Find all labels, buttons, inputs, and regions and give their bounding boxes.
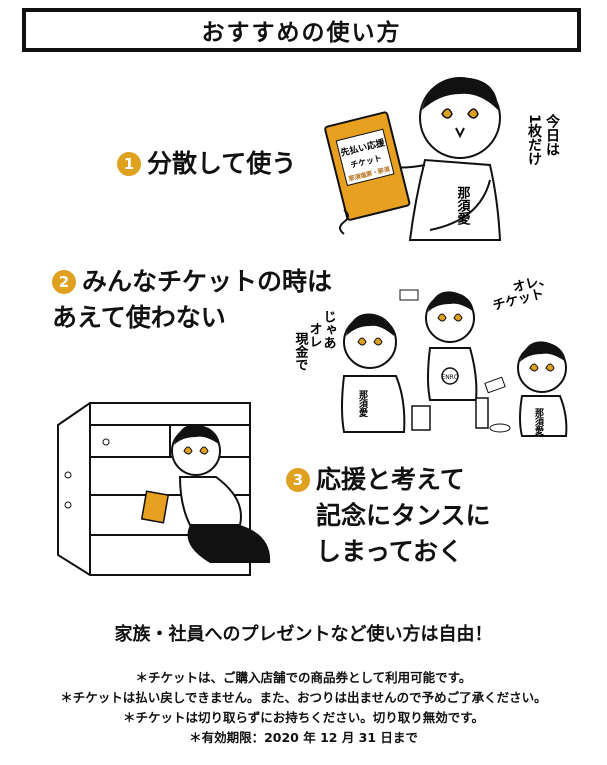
illustration-group-dinner: ENRO 那須愛 那須愛 じゃあ オレ 現金で オレ、 チケット [293, 272, 568, 437]
tip-3-line-3: しまっておく [316, 537, 464, 566]
tip-1: 1 分散して使う [117, 146, 296, 182]
tip-3-line-2: 記念にタンスに [316, 501, 491, 530]
illus1-shirt-line: 那須愛 [455, 186, 472, 226]
illus1-speech-2: 1枚だけ [526, 114, 542, 166]
tip-1-number: 1 [117, 152, 141, 176]
illus2-speech-left-2: オレ [307, 322, 323, 348]
tip-2-text: みんなチケットの時は あえて使わない [52, 264, 333, 336]
illustration-man-with-ticket: 先払い応援 チケット 那須塩原・那須 那須愛 今日は 1枚だけ [324, 77, 561, 241]
title-box: おすすめの使い方 [22, 8, 581, 52]
notes: ＊チケットは、ご購入店舗での商品券として利用可能です。 ＊チケットは払い戻しでき… [0, 668, 607, 748]
tip-2-line-2: あえて使わない [52, 303, 226, 332]
illus2-shirt-left: 那須愛 [357, 390, 369, 418]
illus2-speech-left-1: じゃあ [321, 310, 336, 349]
note-1: ＊チケットは、ご購入店舗での商品券として利用可能です。 [135, 670, 472, 685]
note-4: ＊有効期限：2020 年 12 月 31 日まで [189, 730, 418, 745]
note-3: ＊チケットは切り取らずにお持ちください。切り取り無効です。 [122, 710, 484, 725]
tip-3-text: 応援と考えて 記念にタンスに しまっておく [316, 462, 491, 570]
tip-3: 3 応援と考えて 記念にタンスに しまっておく [286, 462, 491, 570]
badge-text: ENRO [441, 374, 458, 381]
note-2: ＊チケットは払い戻しできません。また、おつりは出ませんので予めご了承ください。 [60, 690, 547, 705]
tip-2-number: 2 [52, 270, 76, 294]
tip-2-line-1: みんなチケットの時は [82, 267, 333, 296]
illustration-dresser [57, 402, 271, 576]
tip-3-number: 3 [286, 468, 310, 492]
tip-3-line-1: 応援と考えて [316, 465, 465, 494]
free-use-text: 家族・社員へのプレゼントなど使い方は自由！ [114, 624, 493, 645]
tip-1-line-1: 分散して使う [147, 149, 297, 178]
illus1-speech-1: 今日は [544, 113, 561, 156]
tip-2: 2 みんなチケットの時は あえて使わない [52, 264, 332, 336]
illus2-shirt-right: 那須愛 [533, 408, 545, 436]
illus2-speech-left-3: 現金で [293, 332, 310, 371]
page-title: おすすめの使い方 [201, 20, 402, 46]
tip-1-text: 分散して使う [147, 146, 296, 182]
